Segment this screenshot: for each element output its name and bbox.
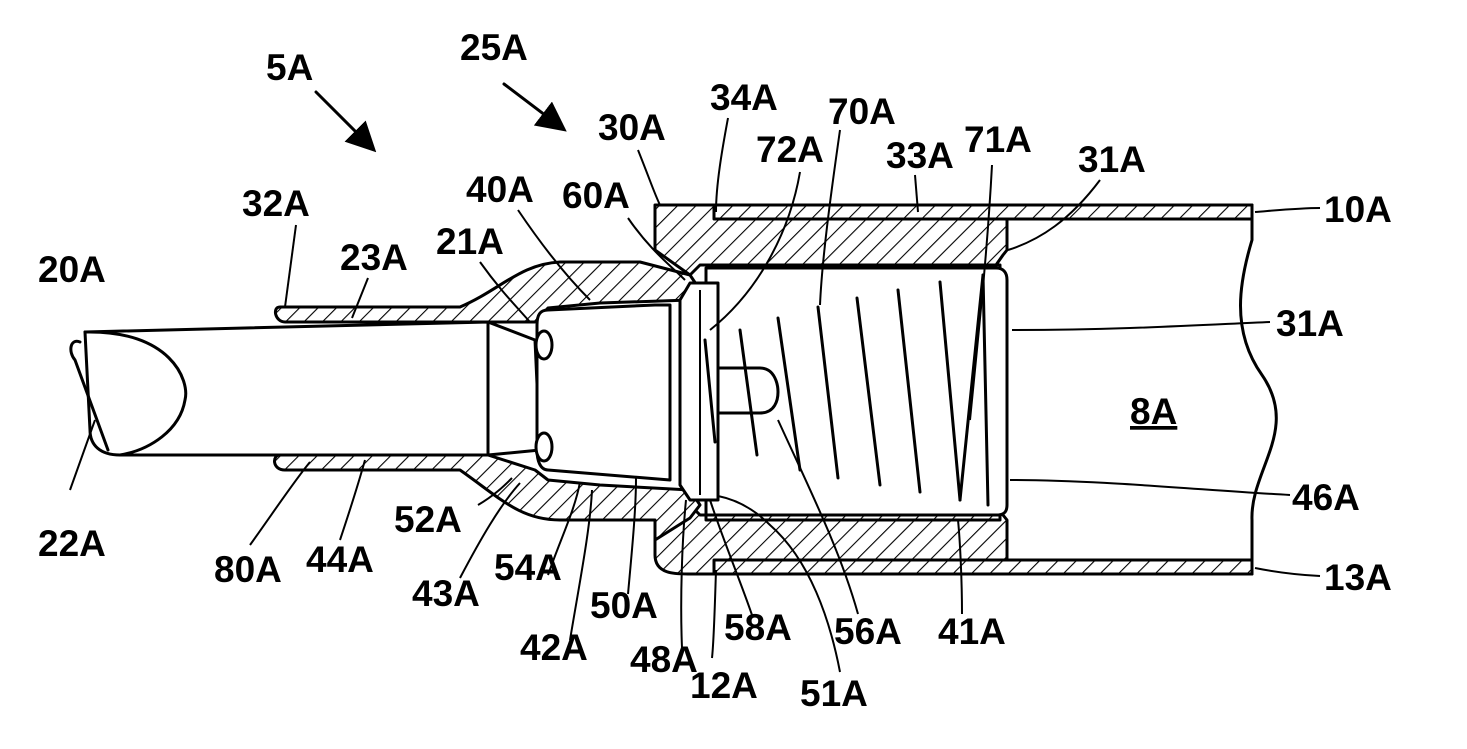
label-44A: 44A [306,539,374,580]
label-41A: 41A [938,611,1006,652]
label-72A: 72A [756,129,824,170]
label-40A: 40A [466,169,534,210]
label-54A: 54A [494,547,562,588]
label-56A: 56A [834,611,902,652]
label-43A: 43A [412,573,480,614]
label-25A: 25A [460,27,528,68]
label-52A: 52A [394,499,462,540]
arrow-5A [316,92,372,148]
label-34A: 34A [710,77,778,118]
label-33A: 33A [886,135,954,176]
cup-lip-top [536,331,552,359]
label-80A: 80A [214,549,282,590]
label-12A: 12A [690,665,758,706]
cup-lip-bottom [536,433,552,461]
label-22A: 22A [38,523,106,564]
label-30A: 30A [598,107,666,148]
needle-body [85,322,540,455]
label-20A: 20A [38,249,106,290]
label-60A: 60A [562,175,630,216]
label-42A: 42A [520,627,588,668]
label-70A: 70A [828,91,896,132]
label-31A-mid: 31A [1276,303,1344,344]
label-48A: 48A [630,639,698,680]
tube-bottom-wall [714,560,1252,574]
tube-break-line [1241,205,1277,574]
label-23A: 23A [340,237,408,278]
label-50A: 50A [590,585,658,626]
arrow-25A [504,84,562,128]
label-46A: 46A [1292,477,1360,518]
label-71A: 71A [964,119,1032,160]
label-58A: 58A [724,607,792,648]
label-31A-top: 31A [1078,139,1146,180]
label-8A: 8A [1130,391,1177,432]
seal-cup [537,305,670,480]
label-21A: 21A [436,221,504,262]
label-51A: 51A [800,673,868,714]
label-10A: 10A [1324,189,1392,230]
tube-top-wall [714,205,1252,219]
label-32A: 32A [242,183,310,224]
label-5A: 5A [266,47,313,88]
label-13A: 13A [1324,557,1392,598]
